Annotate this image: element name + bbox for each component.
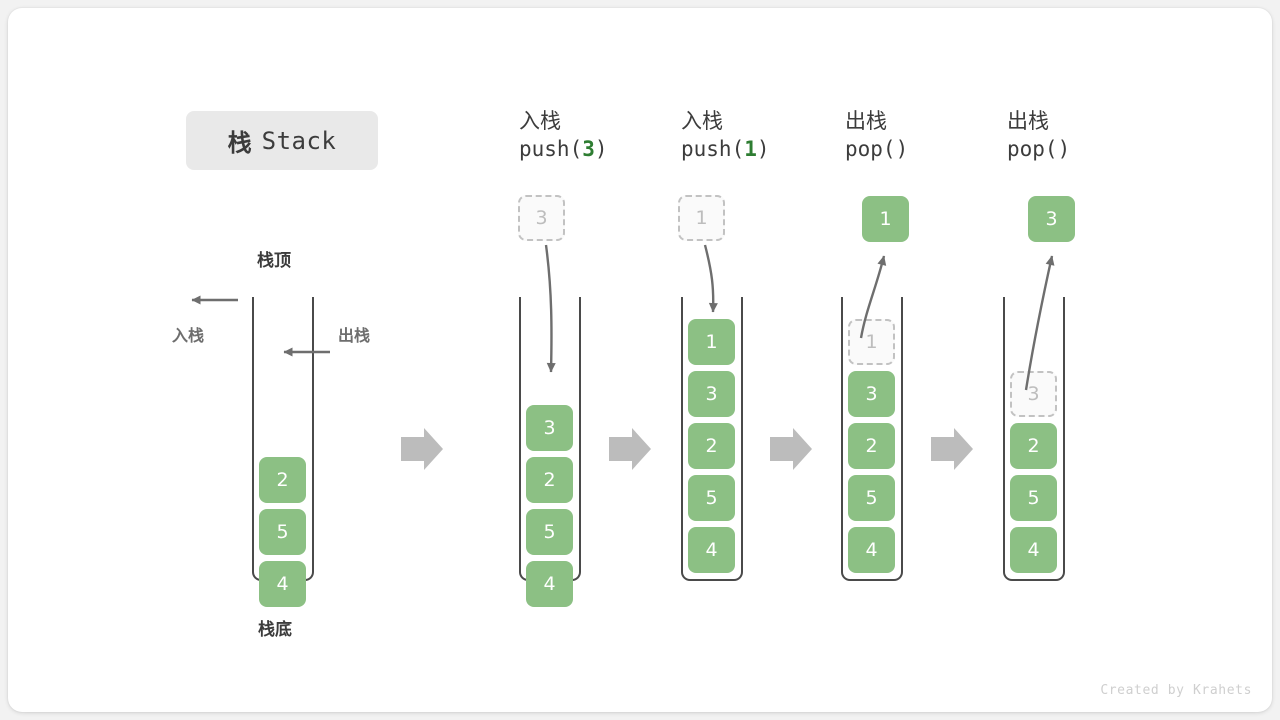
stack-cell: 4 — [848, 527, 895, 573]
popped-box-3: 3 — [1028, 196, 1075, 242]
stack-top-label: 栈顶 — [257, 251, 291, 271]
code-fn: push( — [681, 137, 745, 161]
stack-cell: 3 — [848, 371, 895, 417]
stack-cell: 3 — [688, 371, 735, 417]
footer-credit: Created by Krahets — [1100, 683, 1252, 698]
caption-code: pop() — [845, 134, 1035, 164]
stack-cell: 2 — [688, 423, 735, 469]
pop-side-label: 出栈 — [338, 326, 371, 345]
stack-cell: 4 — [688, 527, 735, 573]
title-badge: 栈 Stack — [186, 111, 378, 170]
caption-push-1: 入栈 push(1) — [681, 108, 871, 164]
stack-cell: 5 — [526, 509, 573, 555]
caption-code: push(3) — [519, 134, 709, 164]
code-close: ) — [594, 137, 608, 161]
stack-cell: 3 — [526, 405, 573, 451]
caption-pop-1: 出栈 pop() — [845, 108, 1035, 164]
stack-container — [1003, 297, 1065, 581]
code-arg: 3 — [582, 137, 595, 161]
code-close: ) — [895, 137, 909, 161]
stack-bottom-label: 栈底 — [258, 620, 292, 640]
popped-box-1: 1 — [862, 196, 909, 242]
title-en: Stack — [261, 126, 337, 155]
stack-cell: 4 — [1010, 527, 1057, 573]
stack-container — [681, 297, 743, 581]
push-side-label: 入栈 — [172, 326, 205, 345]
caption-cn: 出栈 — [1007, 109, 1049, 133]
stack-cell: 2 — [1010, 423, 1057, 469]
stack-cell: 2 — [526, 457, 573, 503]
caption-pop-3: 出栈 pop() — [1007, 108, 1197, 164]
caption-cn: 入栈 — [681, 109, 723, 133]
vacated-slot: 3 — [1010, 371, 1057, 417]
code-arg: 1 — [744, 137, 757, 161]
code-close: ) — [1057, 137, 1071, 161]
caption-push-3: 入栈 push(3) — [519, 108, 709, 164]
vacated-slot: 1 — [848, 319, 895, 365]
stack-cell: 2 — [848, 423, 895, 469]
code-fn: pop( — [845, 137, 896, 161]
caption-cn: 入栈 — [519, 109, 561, 133]
incoming-box-3: 3 — [518, 195, 565, 241]
caption-cn: 出栈 — [845, 109, 887, 133]
caption-code: pop() — [1007, 134, 1197, 164]
stack-cell: 5 — [688, 475, 735, 521]
code-fn: pop( — [1007, 137, 1058, 161]
code-fn: push( — [519, 137, 583, 161]
caption-code: push(1) — [681, 134, 871, 164]
stack-cell: 5 — [259, 509, 306, 555]
incoming-box-1: 1 — [678, 195, 725, 241]
stack-container — [841, 297, 903, 581]
stack-cell: 5 — [1010, 475, 1057, 521]
stack-cell: 2 — [259, 457, 306, 503]
title-cn: 栈 — [227, 129, 252, 157]
stack-cell: 4 — [526, 561, 573, 607]
code-close: ) — [756, 137, 770, 161]
stack-cell: 5 — [848, 475, 895, 521]
stack-cell: 1 — [688, 319, 735, 365]
stack-cell: 4 — [259, 561, 306, 607]
